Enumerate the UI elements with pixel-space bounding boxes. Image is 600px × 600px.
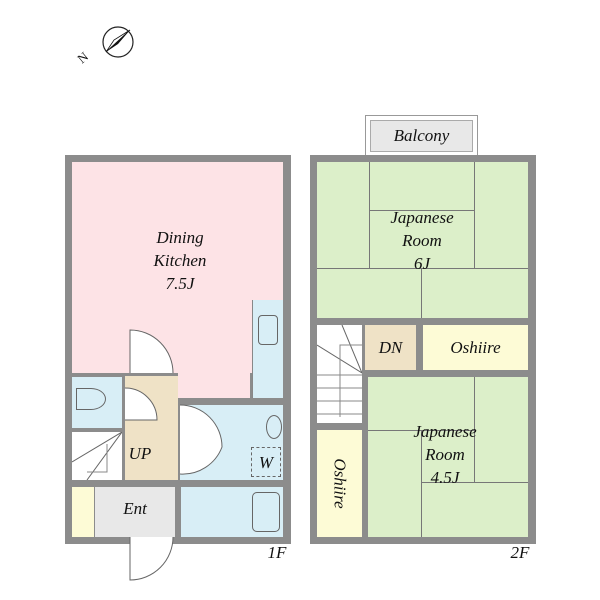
room-size: 4.5J bbox=[430, 468, 460, 487]
floor-1-label: 1F bbox=[267, 543, 287, 562]
door-swings bbox=[124, 329, 223, 581]
oshiire-label: Oshiire bbox=[450, 338, 501, 357]
room-size: 7.5J bbox=[165, 274, 195, 293]
balcony bbox=[365, 115, 478, 157]
compass: N bbox=[74, 22, 138, 72]
kitchen-counter bbox=[252, 300, 283, 398]
floor-2-label: 2F bbox=[510, 543, 530, 562]
up-label: UP bbox=[128, 444, 152, 463]
stairs-1f bbox=[71, 431, 123, 481]
toilet-icon bbox=[76, 388, 106, 410]
washbasin-icon bbox=[266, 415, 282, 439]
room-name-line: Room bbox=[425, 445, 465, 464]
entrance bbox=[95, 487, 175, 537]
balcony-label: Balcony bbox=[393, 126, 450, 145]
bathroom bbox=[181, 487, 283, 537]
shoe-closet bbox=[72, 487, 94, 537]
dining-kitchen-label: Dining Kitchen 7.5J bbox=[110, 226, 250, 295]
oshiire-closet-horizontal bbox=[423, 325, 528, 370]
room-name-line: Japanese bbox=[390, 208, 454, 227]
entrance-label: Ent bbox=[123, 499, 147, 518]
room-name-line: Japanese bbox=[413, 422, 477, 441]
stairs-2f bbox=[316, 324, 363, 423]
down-label: DN bbox=[378, 338, 403, 357]
north-arrow-icon bbox=[102, 26, 134, 58]
room-name-line: Dining bbox=[156, 228, 204, 247]
oshiire-vertical-label: Oshiire bbox=[330, 458, 350, 509]
japanese-room-6j bbox=[317, 162, 528, 318]
japanese-room-4-5j bbox=[368, 377, 528, 537]
landing bbox=[365, 325, 416, 370]
washer-label: W bbox=[258, 453, 274, 472]
sink-icon bbox=[258, 315, 278, 345]
japanese-room-4-5j-label: Japanese Room 4.5J bbox=[395, 420, 495, 489]
washer-space bbox=[251, 447, 281, 477]
room-name-line: Kitchen bbox=[153, 251, 207, 270]
room-size: 6J bbox=[413, 254, 431, 273]
room-name-line: Room bbox=[402, 231, 442, 250]
oshiire-closet-vertical bbox=[317, 430, 362, 537]
bathtub-icon bbox=[252, 492, 280, 532]
japanese-room-6j-label: Japanese Room 6J bbox=[370, 206, 474, 275]
